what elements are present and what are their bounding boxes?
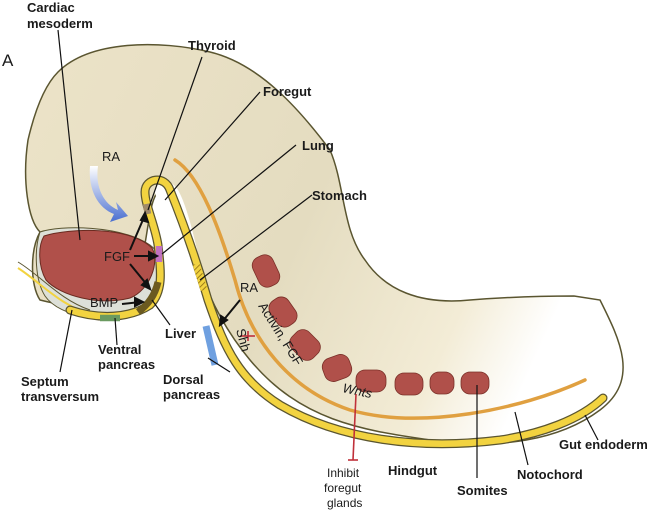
leader-lines: [57, 29, 599, 478]
label-liver: Liver: [165, 326, 196, 341]
label-ventral-pancreas-line1: Ventral: [98, 342, 141, 357]
foregut-lumen: [154, 181, 260, 390]
somites: [251, 254, 490, 396]
label-lung: Lung: [302, 138, 334, 153]
label-dorsal-pancreas-line1: Dorsal: [163, 372, 203, 387]
signal-inhibit-line1: Inhibit: [327, 466, 360, 480]
somite: [460, 371, 490, 395]
label-thyroid: Thyroid: [188, 38, 236, 53]
label-hindgut: Hindgut: [388, 463, 438, 478]
ventral-outer-line: [17, 261, 91, 311]
label-septum-transversum-line1: Septum: [21, 374, 69, 389]
signal-arrows: [121, 210, 241, 328]
gut-endoderm-fill: [66, 176, 607, 447]
label-dorsal-pancreas-line2: pancreas: [163, 387, 220, 402]
label-gut-endoderm: Gut endoderm: [559, 437, 648, 452]
somite: [289, 329, 321, 361]
somite: [251, 254, 281, 288]
signal-shh: Shh: [233, 327, 253, 353]
signal-fgf: FGF: [104, 249, 130, 264]
label-somites: Somites: [457, 483, 508, 498]
dorsal-pancreas-domain: [202, 325, 219, 366]
signal-inhibit-line2: foregut: [324, 481, 362, 495]
thyroid-domain: [142, 203, 152, 215]
signal-ra-dorsal: RA: [240, 280, 258, 295]
somite: [321, 354, 353, 382]
signal-ra-top: RA: [102, 149, 120, 164]
label-septum-transversum-line2: transversum: [21, 389, 99, 404]
stomach-domain: [192, 262, 208, 292]
label-notochord: Notochord: [517, 467, 583, 482]
somite: [394, 372, 424, 396]
cardiac-mesoderm: [39, 230, 156, 302]
liver-domain: [135, 281, 162, 315]
label-cardiac-mesoderm-line1: Cardiac: [27, 0, 75, 15]
ra-arrow-icon: [89, 166, 128, 222]
label-stomach: Stomach: [312, 188, 367, 203]
somite: [429, 371, 455, 395]
somite: [355, 369, 387, 393]
signal-bmp: BMP: [90, 295, 118, 310]
somite: [268, 296, 298, 328]
notochord: [173, 158, 587, 420]
inhibition-marks: [240, 331, 358, 461]
signal-inhibit-line3: glands: [327, 496, 362, 510]
signal-wnts: Wnts: [341, 380, 374, 401]
label-ventral-pancreas-line2: pancreas: [98, 357, 155, 372]
label-cardiac-mesoderm-line2: mesoderm: [27, 16, 93, 31]
label-foregut: Foregut: [263, 84, 312, 99]
panel-letter: A: [2, 51, 14, 70]
